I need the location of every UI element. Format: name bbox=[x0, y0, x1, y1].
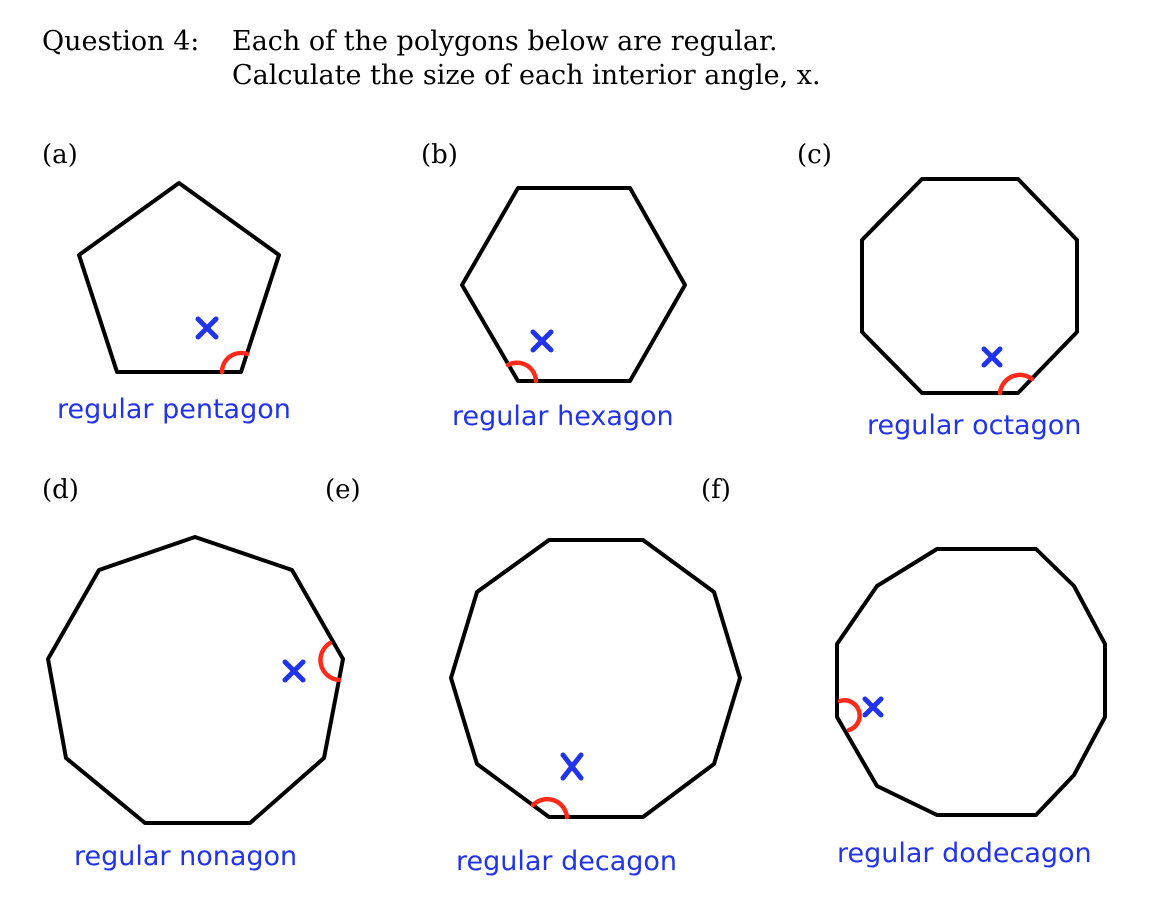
decagon-shape bbox=[449, 538, 742, 819]
nonagon-shape bbox=[46, 535, 345, 825]
nonagon-x-mark bbox=[282, 659, 306, 683]
decagon-name: regular decagon bbox=[456, 846, 677, 877]
question-number: Question 4: bbox=[42, 26, 200, 57]
part-label-d: (d) bbox=[42, 475, 79, 505]
hexagon-shape bbox=[460, 186, 687, 383]
part-label-b: (b) bbox=[421, 140, 458, 170]
pentagon-name: regular pentagon bbox=[57, 394, 291, 425]
octagon-shape bbox=[860, 177, 1079, 395]
decagon-angle-arc bbox=[530, 796, 570, 820]
nonagon-angle-arc bbox=[318, 640, 342, 683]
question-line-1: Each of the polygons below are regular. bbox=[232, 26, 778, 57]
dodecagon-x-mark bbox=[862, 696, 884, 718]
dodecagon-angle-arc bbox=[837, 698, 862, 733]
octagon-figure: regular octagon bbox=[860, 177, 1081, 441]
octagon-angle-arc bbox=[997, 372, 1035, 396]
hexagon-figure: regular hexagon bbox=[452, 186, 687, 432]
decagon-x-mark bbox=[560, 752, 584, 781]
pentagon-figure: regular pentagon bbox=[57, 181, 291, 425]
decagon-figure: regular decagon bbox=[449, 538, 742, 877]
part-label-f: (f) bbox=[701, 475, 731, 505]
hexagon-x-mark bbox=[530, 329, 554, 353]
pentagon-angle-arc bbox=[219, 350, 250, 375]
octagon-x-mark bbox=[981, 346, 1003, 368]
hexagon-angle-arc bbox=[505, 360, 539, 384]
dodecagon-shape bbox=[835, 547, 1107, 817]
octagon-name: regular octagon bbox=[867, 410, 1081, 441]
hexagon-name: regular hexagon bbox=[452, 401, 674, 432]
pentagon-x-mark bbox=[195, 316, 219, 340]
part-label-e: (e) bbox=[325, 475, 361, 505]
pentagon-shape bbox=[77, 181, 281, 374]
dodecagon-name: regular dodecagon bbox=[837, 838, 1092, 869]
question-line-2: Calculate the size of each interior angl… bbox=[232, 60, 821, 91]
part-label-a: (a) bbox=[42, 140, 78, 170]
part-label-c: (c) bbox=[797, 140, 832, 170]
nonagon-figure: regular nonagon bbox=[46, 535, 345, 872]
dodecagon-figure: regular dodecagon bbox=[835, 547, 1107, 869]
nonagon-name: regular nonagon bbox=[74, 841, 297, 872]
